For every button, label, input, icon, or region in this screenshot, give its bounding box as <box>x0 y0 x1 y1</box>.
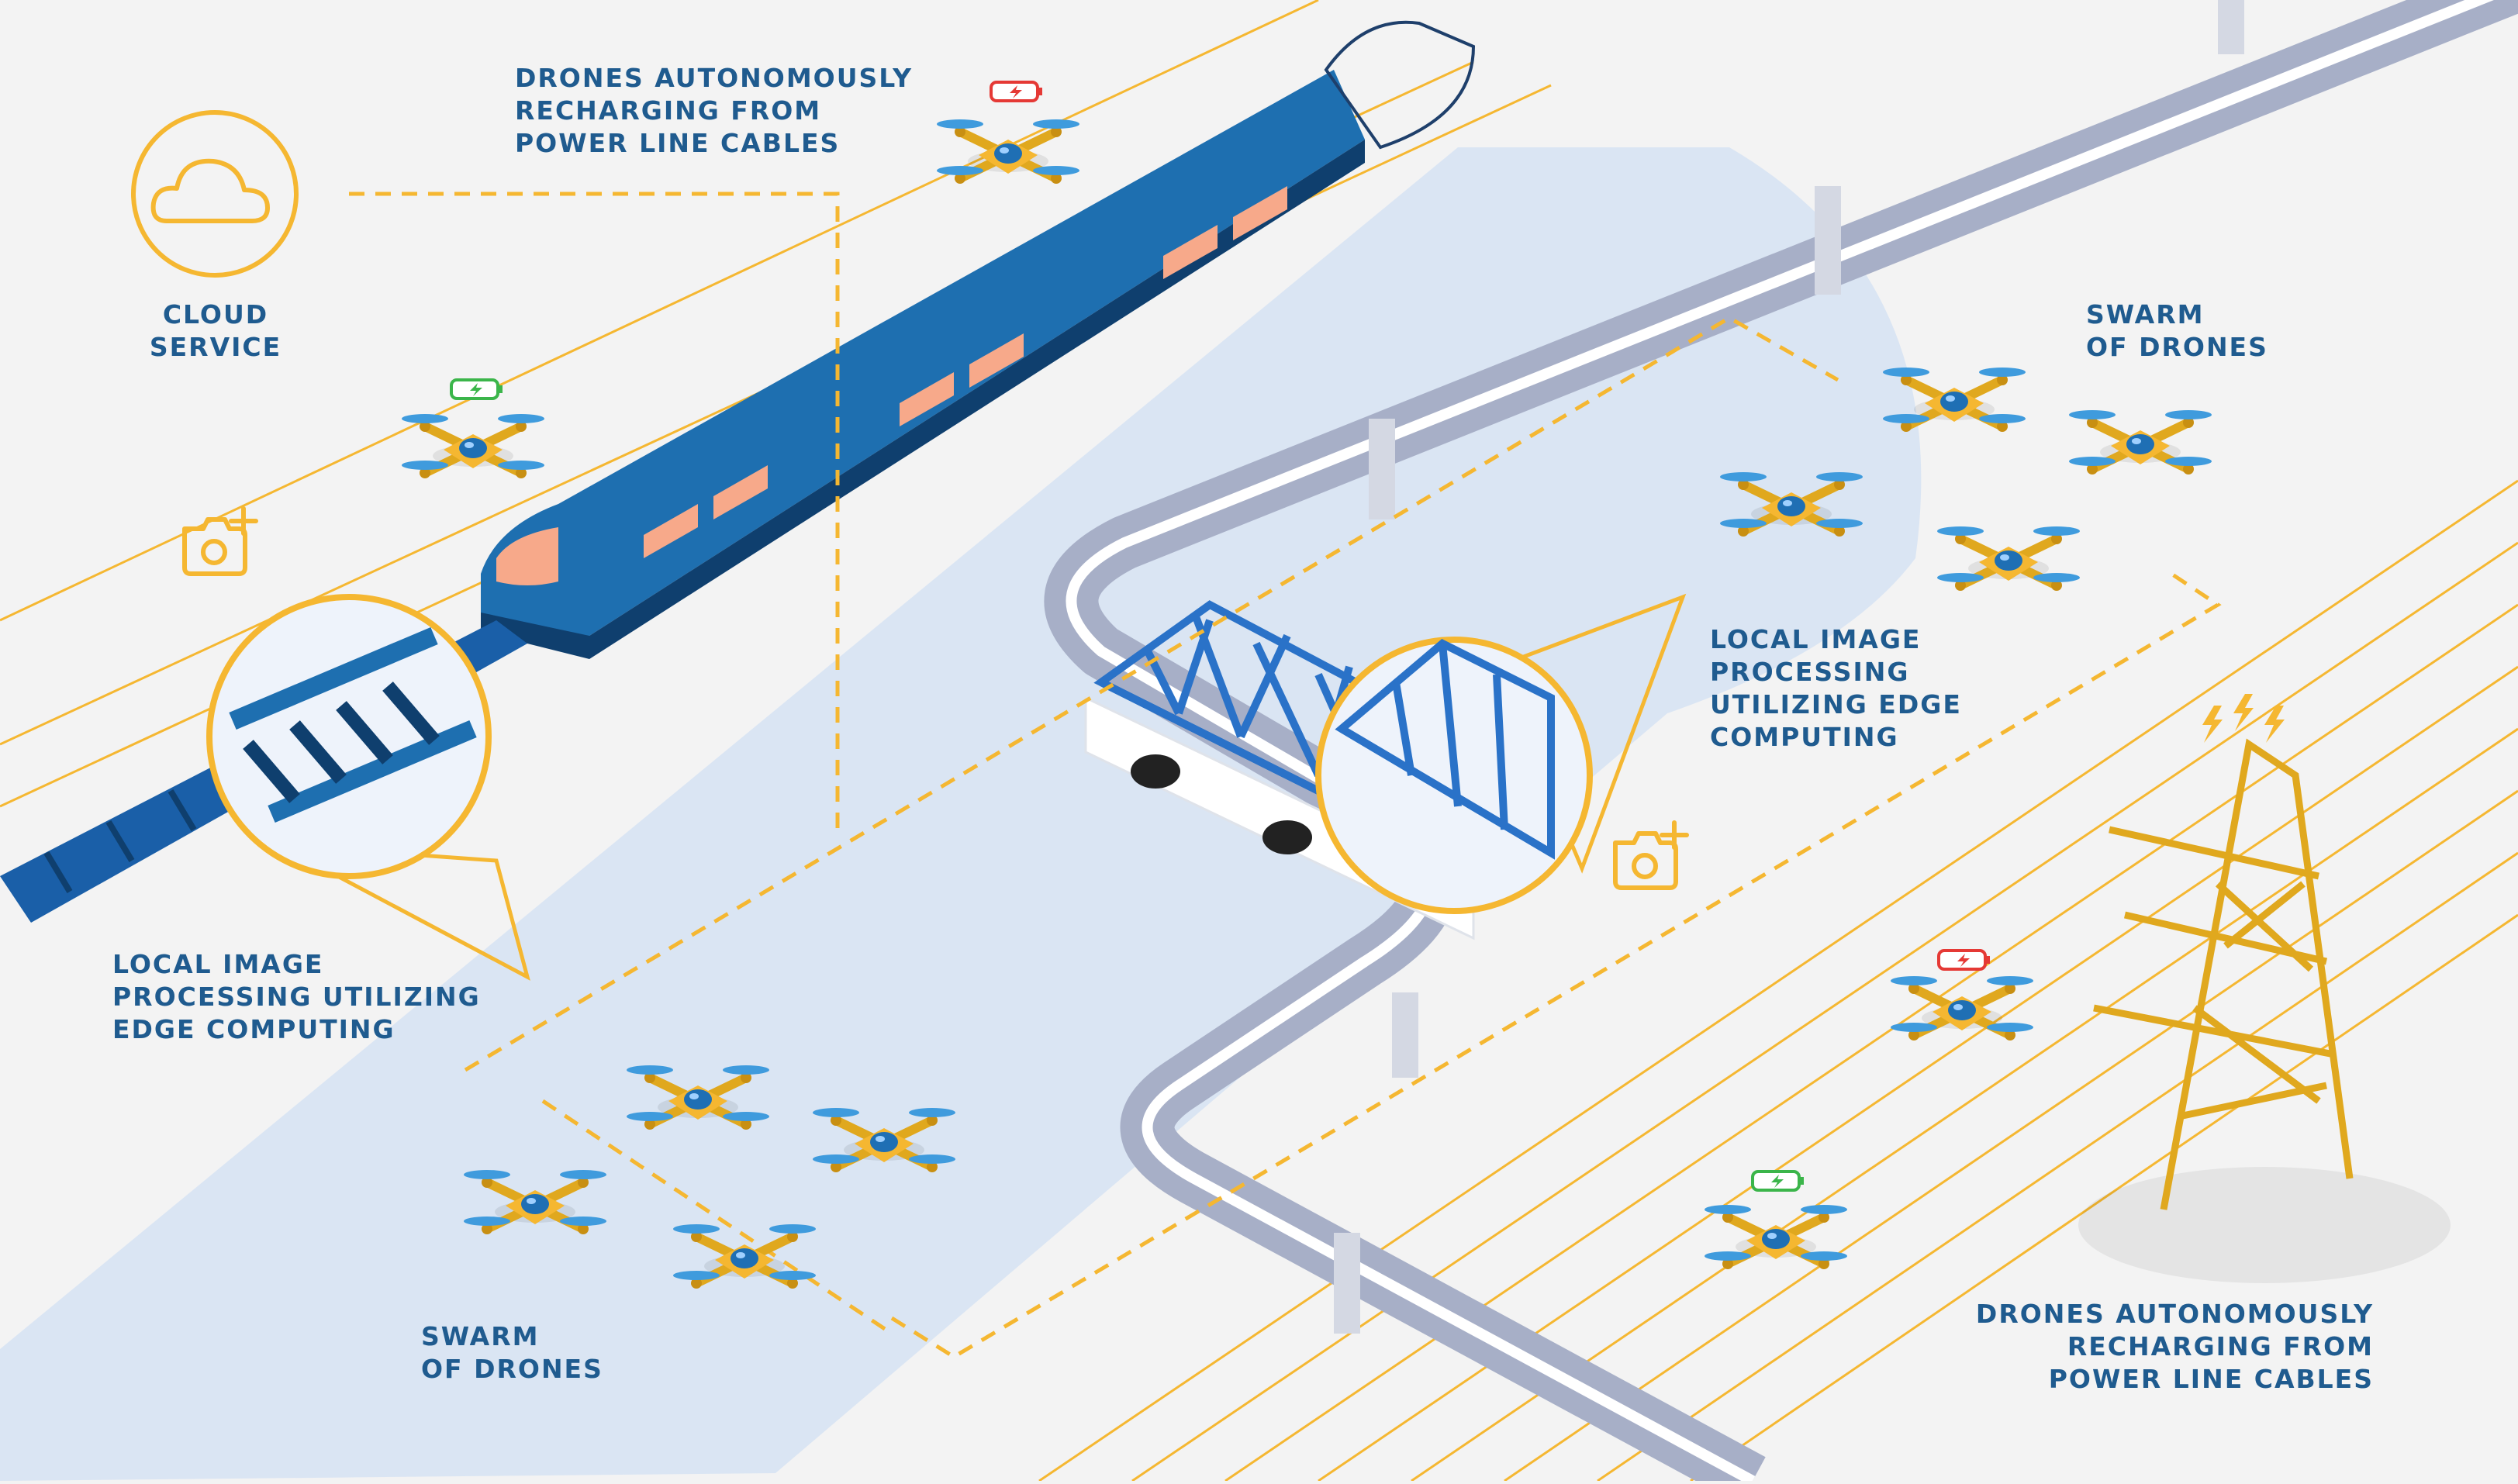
lightning-icon <box>2202 694 2285 743</box>
river <box>0 147 1922 1481</box>
label-local-processing-center: LOCAL IMAGE PROCESSING UTILIZING EDGE CO… <box>1710 624 1962 752</box>
label-cloud-service: CLOUD SERVICE <box>149 299 282 362</box>
battery-charging-icon <box>1751 1170 1805 1192</box>
label-swarm-bottom-left: SWARM OF DRONES <box>421 1321 603 1384</box>
label-drones-recharging-top: DRONES AUTONOMOUSLY RECHARGING FROM POWE… <box>515 63 914 158</box>
transmission-tower <box>2078 694 2451 1283</box>
battery-low-icon <box>990 81 1044 102</box>
battery-charging-icon <box>450 378 504 400</box>
camera-add-icon <box>1615 823 1687 888</box>
high-speed-train <box>481 20 1476 659</box>
cloud-icon <box>131 110 299 278</box>
battery-low-icon <box>1937 949 1991 971</box>
label-drones-recharging-bottom: DRONES AUTONOMOUSLY RECHARGING FROM POWE… <box>1975 1299 2374 1394</box>
track-magnifier <box>206 594 530 981</box>
dashed-connections <box>349 192 2222 1359</box>
camera-add-icon <box>185 509 256 574</box>
label-local-processing-left: LOCAL IMAGE PROCESSING UTILIZING EDGE CO… <box>112 949 481 1044</box>
bridge-magnifier <box>1315 593 1687 914</box>
label-swarm-top-right: SWARM OF DRONES <box>2086 299 2268 362</box>
